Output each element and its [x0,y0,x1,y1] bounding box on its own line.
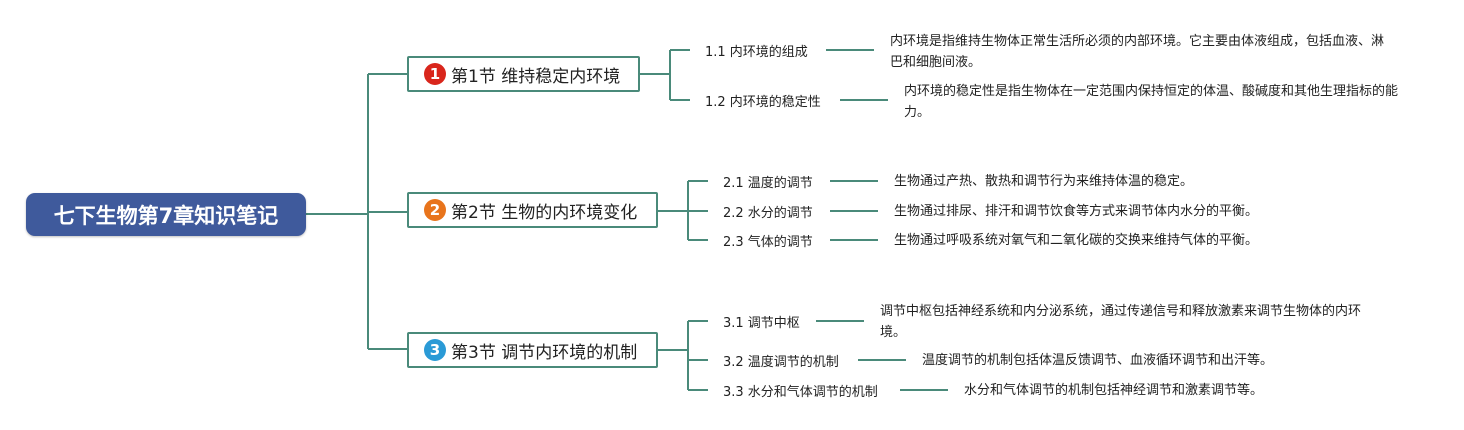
desc-2-2: 生物通过排尿、排汗和调节饮食等方式来调节体内水分的平衡。 [894,204,1259,219]
connector-sec3 [658,320,948,391]
subtopic-2-2[interactable]: 2.2 水分的调节 [723,206,813,221]
desc-3-2: 温度调节的机制包括体温反馈调节、血液循环调节和出汗等。 [922,353,1274,368]
subtopic-3-3[interactable]: 3.3 水分和气体调节的机制 [723,385,878,400]
desc-2-1: 生物通过产热、散热和调节行为来维持体温的稳定。 [894,174,1194,189]
desc-1-2: 内环境的稳定性是指生物体在一定范围内保持恒定的体温、酸碱度和其他生理指标的能力。 [904,84,1399,120]
section-3-label: 第3节 调节内环境的机制 [451,342,638,363]
subtopic-2-1[interactable]: 2.1 温度的调节 [723,176,813,191]
subtopic-2-3[interactable]: 2.3 气体的调节 [723,235,813,250]
number-3-badge-icon: 3 [424,339,446,361]
connector-sec1 [640,49,888,101]
section-2[interactable]: 2 第2节 生物的内环境变化 [407,192,658,228]
desc-3-1: 调节中枢包括神经系统和内分泌系统，通过传递信号和释放激素来调节生物体的内环境。 [880,304,1362,340]
subtopic-3-1[interactable]: 3.1 调节中枢 [723,316,800,331]
section-3[interactable]: 3 第3节 调节内环境的机制 [407,332,658,368]
subtopic-3-2[interactable]: 3.2 温度调节的机制 [723,355,839,370]
desc-3-3: 水分和气体调节的机制包括神经调节和激素调节等。 [964,383,1264,398]
section-1-label: 第1节 维持稳定内环境 [451,66,621,87]
subtopic-1-2[interactable]: 1.2 内环境的稳定性 [705,95,821,110]
desc-1-1: 内环境是指维持生物体正常生活所必须的内部环境。它主要由体液组成，包括血液、淋巴和… [890,34,1385,70]
root-topic[interactable]: 七下生物第7章知识笔记 [26,193,306,236]
connector-root [306,73,407,350]
connector-sec2 [658,180,878,241]
desc-2-3: 生物通过呼吸系统对氧气和二氧化碳的交换来维持气体的平衡。 [894,233,1259,248]
section-2-label: 第2节 生物的内环境变化 [451,202,638,223]
number-2-badge-icon: 2 [424,199,446,221]
section-1[interactable]: 1 第1节 维持稳定内环境 [407,56,640,92]
subtopic-1-1[interactable]: 1.1 内环境的组成 [705,45,808,60]
number-1-badge-icon: 1 [424,63,446,85]
